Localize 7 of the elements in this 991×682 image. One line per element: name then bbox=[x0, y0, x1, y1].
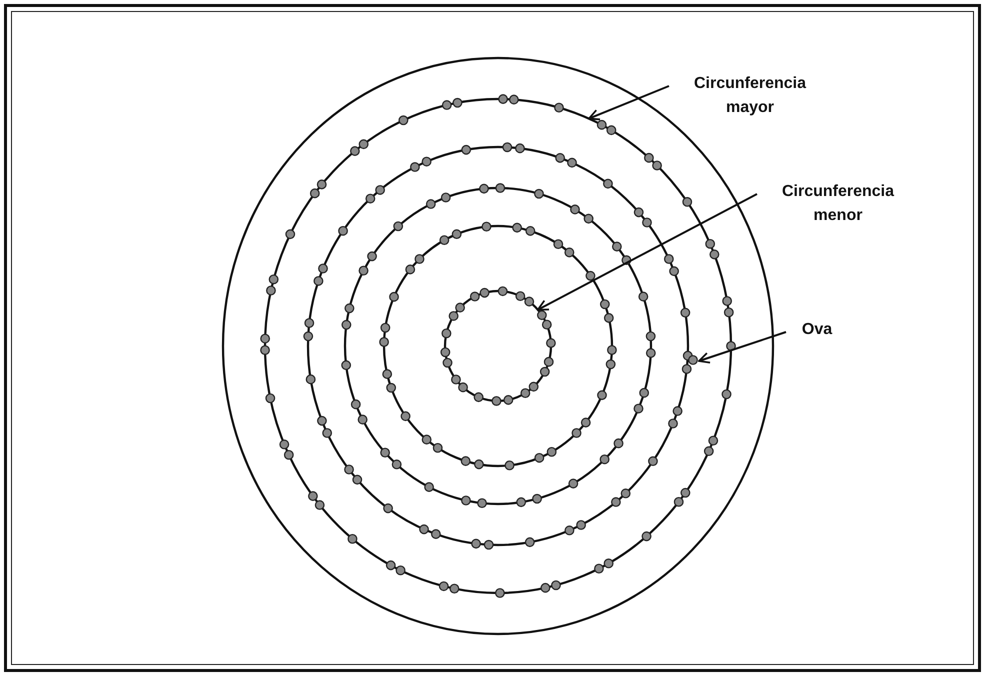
leader-arrow bbox=[536, 193, 758, 311]
leader-arrow bbox=[588, 85, 670, 120]
callout-label: Circunferencia mayor bbox=[675, 72, 825, 120]
callout-label: Ova bbox=[792, 318, 842, 342]
leader-arrow bbox=[698, 331, 786, 364]
dotted-ring bbox=[444, 290, 552, 402]
callout-label: Circunferencia menor bbox=[763, 180, 913, 228]
